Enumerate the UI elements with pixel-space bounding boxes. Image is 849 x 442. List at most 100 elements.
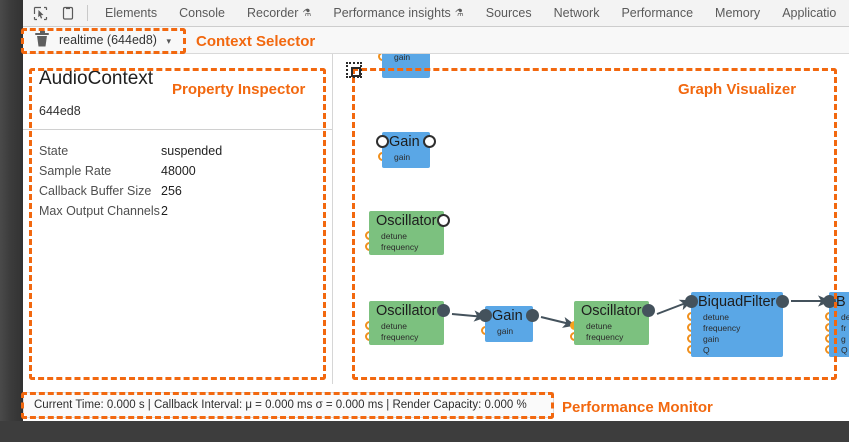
- trash-icon[interactable]: [35, 30, 49, 48]
- devtools-tab-bar: Elements Console Recorder ⚗ Performance …: [23, 0, 849, 27]
- property-value: 48000: [161, 164, 196, 178]
- graph-input-port[interactable]: [685, 295, 698, 308]
- graph-node-gain-mid[interactable]: Gain gain: [382, 132, 430, 168]
- tab-performance[interactable]: Performance: [610, 0, 704, 27]
- graph-node-param-fr: fr: [841, 323, 847, 333]
- toolbar-divider: [87, 5, 88, 21]
- graph-output-port[interactable]: [423, 135, 436, 148]
- graph-node-title: Oscillator: [376, 303, 437, 319]
- graph-output-port[interactable]: [642, 304, 655, 317]
- property-key: Sample Rate: [39, 164, 112, 178]
- graph-node-title: BiquadFilter: [698, 294, 776, 310]
- property-value: suspended: [161, 144, 223, 158]
- graph-output-port[interactable]: [437, 304, 450, 317]
- property-key: State: [39, 144, 69, 158]
- graph-node-title: Oscillator: [376, 213, 437, 229]
- graph-input-port[interactable]: [479, 309, 492, 322]
- graph-input-port[interactable]: [376, 135, 389, 148]
- tab-label: Elements: [105, 6, 158, 20]
- property-key: Callback Buffer Size: [39, 184, 152, 198]
- graph-node-param-frequency: frequency: [703, 323, 741, 333]
- annotation-label-graph-visualizer: Graph Visualizer: [678, 81, 797, 98]
- graph-node-title: Gain: [492, 308, 523, 324]
- tab-elements[interactable]: Elements: [94, 0, 168, 27]
- performance-monitor-text: Current Time: 0.000 s | Callback Interva…: [34, 399, 527, 411]
- property-table: State suspended Sample Rate 48000 Callba…: [39, 141, 316, 221]
- tab-performance-insights[interactable]: Performance insights ⚗: [322, 0, 474, 27]
- tab-label: Console: [179, 6, 225, 20]
- panel-resize-grip[interactable]: [346, 62, 362, 78]
- tab-label: Recorder: [246, 6, 299, 20]
- graph-output-port[interactable]: [437, 214, 450, 227]
- graph-visualizer-panel[interactable]: GaingainGaingainOscillatordetunefrequenc…: [334, 54, 849, 421]
- graph-node-params: gain: [382, 152, 430, 166]
- tab-label: Memory: [715, 6, 761, 20]
- page-title: AudioContext: [39, 68, 154, 89]
- annotation-label-property-inspector: Property Inspector: [172, 81, 306, 98]
- tab-label: Performance insights: [333, 6, 451, 20]
- tab-label: Sources: [485, 6, 532, 20]
- tab-label: Applicatio: [782, 6, 837, 20]
- graph-node-params: gain: [382, 54, 430, 66]
- graph-node-params: gain: [485, 326, 533, 340]
- tab-application[interactable]: Applicatio: [771, 0, 847, 27]
- graph-node-param-detune: detune: [381, 321, 407, 331]
- tab-label: Network: [553, 6, 600, 20]
- graph-node-title: Gain: [389, 134, 420, 150]
- tab-memory[interactable]: Memory: [704, 0, 771, 27]
- property-value: 256: [161, 184, 182, 198]
- graph-output-port[interactable]: [526, 309, 539, 322]
- graph-node-param-frequency: frequency: [381, 332, 419, 342]
- panels-container: AudioContext 644ed8 State suspended Samp…: [23, 54, 849, 421]
- devtools-panel: Elements Console Recorder ⚗ Performance …: [23, 0, 849, 421]
- property-value: 2: [161, 204, 168, 218]
- graph-node-param-frequency: frequency: [586, 332, 624, 342]
- graph-edge-gain-1-to-osc-2: [540, 316, 576, 328]
- property-key: Max Output Channels: [39, 204, 160, 218]
- graph-node-param-Q: Q: [703, 345, 710, 355]
- tab-network[interactable]: Network: [543, 0, 611, 27]
- context-selector-dropdown[interactable]: realtime (644ed8) ▾: [59, 33, 171, 47]
- graph-node-param-frequency: frequency: [381, 242, 419, 252]
- inspect-element-icon[interactable]: [29, 3, 51, 23]
- experiment-flask-icon: ⚗: [302, 7, 312, 19]
- tab-recorder[interactable]: Recorder ⚗: [236, 0, 322, 27]
- context-id: 644ed8: [39, 104, 81, 118]
- property-inspector-panel: AudioContext 644ed8 State suspended Samp…: [23, 54, 333, 384]
- divider: [23, 129, 332, 130]
- window-chrome-bottom: [0, 421, 849, 442]
- table-row: Sample Rate 48000: [39, 161, 316, 181]
- device-toolbar-icon[interactable]: [57, 3, 79, 23]
- graph-node-param-detune: detune: [586, 321, 612, 331]
- context-selector-toolbar: realtime (644ed8) ▾: [23, 27, 849, 54]
- graph-node-title: Oscillator: [581, 303, 642, 319]
- tab-label: Performance: [621, 6, 694, 20]
- context-selector-value: realtime (644ed8): [59, 33, 157, 47]
- experiment-flask-icon: ⚗: [454, 7, 464, 19]
- graph-node-param-gain: gain: [394, 152, 411, 162]
- graph-node-gain-1[interactable]: Gain gain: [485, 306, 533, 342]
- table-row: Max Output Channels 2: [39, 201, 316, 221]
- graph-output-port[interactable]: [776, 295, 789, 308]
- graph-node-param-gain: gain: [703, 334, 720, 344]
- graph-node-title: B: [836, 294, 846, 310]
- graph-input-port[interactable]: [823, 295, 836, 308]
- tab-console[interactable]: Console: [168, 0, 236, 27]
- graph-node-param-de: de: [841, 312, 849, 322]
- annotation-label-context-selector: Context Selector: [196, 33, 316, 50]
- tab-sources[interactable]: Sources: [475, 0, 543, 27]
- table-row: Callback Buffer Size 256: [39, 181, 316, 201]
- graph-node-param-g: g: [841, 334, 846, 344]
- chevron-down-icon: ▾: [166, 36, 171, 46]
